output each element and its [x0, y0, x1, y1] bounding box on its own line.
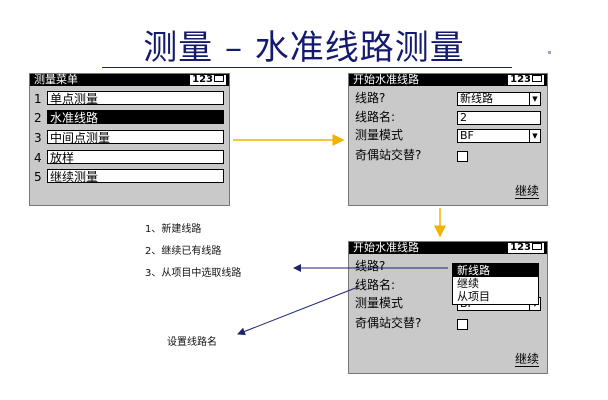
menu-header-title: 测量菜单: [34, 73, 78, 86]
note-continue-line: 2、继续已有线路: [145, 246, 222, 257]
battery-indicator: 123: [190, 74, 226, 85]
menu-header: 测量菜单 123: [30, 74, 229, 86]
menu-item-5[interactable]: 5 继续测量: [34, 169, 224, 185]
line-name-value: 2: [460, 111, 467, 124]
dropdown-option-new[interactable]: 新线路: [453, 264, 538, 277]
alternate-checkbox[interactable]: [457, 151, 468, 162]
menu-item-label: 继续测量: [47, 169, 224, 184]
level-header: 开始水准线路 123: [349, 74, 547, 86]
menu-item-label: 单点测量: [47, 91, 224, 106]
menu-item-4[interactable]: 4 放样: [34, 150, 224, 166]
line-select[interactable]: 新线路 ▼: [457, 92, 541, 106]
line-label: 线路?: [355, 91, 386, 105]
battery-icon: [532, 242, 542, 250]
battery-icon: [214, 74, 224, 82]
menu-item-1[interactable]: 1 单点测量: [34, 91, 224, 107]
level-header-title: 开始水准线路: [353, 241, 419, 254]
dropdown-option-continue[interactable]: 继续: [457, 277, 479, 290]
title-underline: [102, 67, 512, 68]
page-title: 测量 – 水准线路测量: [143, 28, 465, 68]
menu-screen: 测量菜单 123 1 单点测量 2 水准线路 3 中间点测量 4 放样 5 继续…: [29, 73, 230, 206]
level-screen-start: 开始水准线路 123 线路? 新线路 ▼ 线路名: 2 测量模式 BF ▼ 奇偶…: [348, 73, 548, 206]
name-label: 线路名:: [355, 110, 396, 124]
line-label: 线路?: [355, 259, 386, 273]
dropdown-option-from-project[interactable]: 从项目: [457, 290, 490, 303]
level-header: 开始水准线路 123: [349, 242, 547, 254]
mode-select[interactable]: BF ▼: [457, 129, 541, 143]
menu-item-2[interactable]: 2 水准线路: [34, 110, 224, 126]
battery-indicator: 123: [508, 242, 544, 253]
mode-label: 测量模式: [355, 128, 404, 142]
level-screen-dropdown: 开始水准线路 123 线路? 线路名: 测量模式 BF ▼ 奇偶站交替? 新线路…: [348, 241, 548, 374]
line-name-input[interactable]: 2: [457, 111, 541, 125]
battery-indicator: 123: [508, 74, 544, 85]
alt-label: 奇偶站交替?: [355, 148, 422, 162]
title-dot: [548, 51, 551, 54]
dropdown-arrow-icon[interactable]: ▼: [529, 130, 540, 142]
menu-item-3[interactable]: 3 中间点测量: [34, 130, 224, 146]
note-new-line: 1、新建线路: [145, 224, 202, 235]
line-dropdown-list: 新线路 继续 从项目: [452, 263, 539, 305]
name-label: 线路名:: [355, 278, 396, 292]
level-header-title: 开始水准线路: [353, 73, 419, 86]
alternate-checkbox[interactable]: [457, 319, 468, 330]
menu-item-label: 中间点测量: [47, 130, 224, 145]
blue-arrow-name: [237, 286, 359, 336]
dropdown-arrow-icon[interactable]: ▼: [529, 93, 540, 105]
menu-item-label: 放样: [47, 150, 224, 165]
line-select-value: 新线路: [460, 92, 493, 105]
continue-button[interactable]: 继续: [514, 184, 539, 199]
mode-label: 测量模式: [355, 296, 404, 310]
alt-label: 奇偶站交替?: [355, 316, 422, 330]
battery-icon: [532, 74, 542, 82]
note-set-line-name: 设置线路名: [167, 337, 217, 348]
mode-select-value: BF: [460, 129, 474, 142]
menu-item-label: 水准线路: [47, 110, 224, 125]
note-from-project: 3、从项目中选取线路: [145, 268, 242, 279]
continue-button[interactable]: 继续: [514, 352, 539, 367]
